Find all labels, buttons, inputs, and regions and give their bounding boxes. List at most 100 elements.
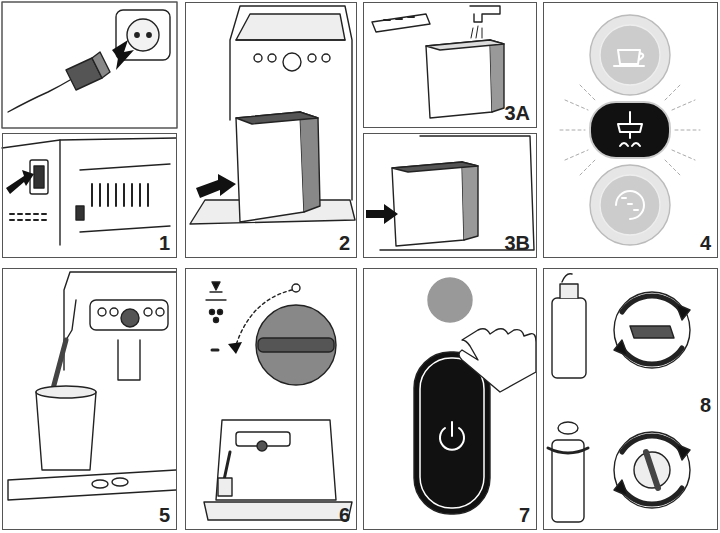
rinse-button-part bbox=[616, 191, 644, 219]
filter-install-part bbox=[614, 432, 690, 508]
coffee-button-part bbox=[600, 25, 660, 85]
steam-wand-cup-part bbox=[112, 478, 128, 486]
step-panel: 4 bbox=[543, 2, 718, 258]
rinse-button-part bbox=[590, 165, 670, 245]
button-panel-part bbox=[560, 85, 700, 175]
power-button-press bbox=[414, 278, 536, 514]
step-number: 6 bbox=[339, 505, 350, 525]
filter-install-part bbox=[558, 422, 578, 434]
steam-wand-cup-part bbox=[121, 309, 139, 327]
steam-knob-part bbox=[214, 318, 219, 323]
machine-tank-removal-part bbox=[236, 112, 318, 124]
tank-insertion-part bbox=[392, 162, 478, 172]
panel-frame bbox=[2, 2, 177, 128]
steam-knob-part bbox=[212, 349, 218, 352]
filter-and-tap-part bbox=[426, 40, 492, 118]
machine-tank-removal-part bbox=[196, 174, 236, 198]
filter-install-part bbox=[622, 436, 682, 504]
steam-knob-part bbox=[206, 299, 226, 300]
steam-wand-cup-part bbox=[36, 386, 96, 398]
steam-wand-cup-part bbox=[90, 300, 168, 330]
power-button-press-part bbox=[414, 352, 490, 514]
machine-side-switch-part bbox=[76, 206, 84, 220]
steam-knob-part bbox=[210, 282, 222, 292]
steam-knob-part bbox=[256, 305, 336, 385]
filter-install-part bbox=[560, 284, 578, 298]
machine-tank-removal-part bbox=[268, 54, 276, 62]
wall-socket-part bbox=[147, 33, 151, 37]
steam-knob-part bbox=[292, 284, 300, 292]
rinse-button bbox=[590, 165, 670, 245]
machine-small-part bbox=[224, 452, 230, 480]
power-plug bbox=[8, 40, 134, 112]
power-button-press-part bbox=[420, 358, 484, 508]
coffee-button bbox=[590, 15, 670, 95]
machine-small-part bbox=[204, 502, 352, 520]
steam-button-part bbox=[590, 102, 670, 158]
machine-small-part bbox=[257, 441, 267, 451]
power-button-press-part bbox=[440, 422, 464, 450]
steam-knob-part bbox=[210, 310, 215, 315]
machine-tank-removal-part bbox=[300, 112, 320, 212]
filter-and-tap-part bbox=[470, 6, 500, 22]
filter-and-tap-part bbox=[471, 26, 482, 38]
steam-button bbox=[590, 102, 670, 158]
steam-wand-cup-part bbox=[110, 308, 118, 316]
steam-wand-cup-part bbox=[92, 480, 108, 488]
wall-socket-part bbox=[127, 19, 159, 51]
machine-side-switch-part bbox=[10, 214, 46, 220]
machine-tank-removal-part bbox=[283, 53, 301, 71]
machine-side-switch-part bbox=[92, 184, 148, 206]
machine-tank-removal-part bbox=[236, 112, 304, 222]
filter-install bbox=[548, 274, 690, 522]
step-number: 5 bbox=[159, 505, 170, 525]
filter-install-part bbox=[630, 326, 674, 338]
step-number: 2 bbox=[339, 233, 350, 253]
filter-and-tap-part bbox=[384, 17, 414, 20]
tank-insertion-part bbox=[366, 204, 398, 224]
step-panel: 7 bbox=[363, 268, 537, 530]
step-panel: 1 bbox=[2, 133, 177, 258]
steam-wand-cup-part bbox=[36, 392, 96, 470]
machine-small-part bbox=[218, 478, 232, 496]
machine-side-switch-part bbox=[6, 170, 34, 194]
steam-wand-cup-part bbox=[8, 470, 176, 500]
filter-and-tap-part bbox=[372, 14, 430, 32]
machine-tank-removal-part bbox=[236, 14, 345, 40]
steam-knob-part bbox=[258, 338, 334, 352]
tank-insertion-part bbox=[462, 162, 478, 240]
steam-wand-cup-part bbox=[64, 272, 176, 370]
machine-side-switch-part bbox=[2, 138, 176, 148]
steam-wand-cup-part bbox=[66, 300, 76, 340]
machine-side-switch bbox=[2, 138, 176, 245]
step-number: 3A bbox=[504, 103, 530, 123]
step-number: 4 bbox=[700, 233, 711, 253]
power-plug-part bbox=[112, 40, 134, 70]
step-number: 1 bbox=[159, 233, 170, 253]
filter-install-part bbox=[614, 444, 690, 496]
step-panel: 6 bbox=[185, 268, 357, 530]
steam-knob-part bbox=[218, 310, 223, 315]
step-panel: 3B bbox=[363, 133, 537, 258]
filter-install-part bbox=[562, 274, 572, 282]
steam-wand-cup-part bbox=[118, 340, 140, 380]
machine-tank-removal-part bbox=[254, 54, 262, 62]
machine-side-switch-part bbox=[34, 166, 44, 188]
tank-insertion-part bbox=[392, 162, 464, 246]
filter-install-part bbox=[646, 452, 658, 488]
filter-and-tap-part bbox=[426, 40, 504, 50]
step-panel: 8 bbox=[543, 268, 718, 530]
filter-install-part bbox=[552, 298, 586, 378]
filter-install-part bbox=[614, 292, 690, 368]
machine-tank-removal bbox=[190, 6, 355, 224]
filter-install-part bbox=[548, 448, 588, 453]
steam-wand-cup bbox=[8, 272, 176, 500]
button-panel bbox=[560, 85, 700, 175]
filter-install-part bbox=[622, 296, 682, 364]
step-panel: 5 bbox=[2, 268, 177, 530]
machine-side-switch-part bbox=[80, 164, 170, 232]
machine-small bbox=[204, 420, 352, 520]
steam-wand-cup-part bbox=[156, 308, 164, 316]
steam-wand-cup-part bbox=[98, 308, 106, 316]
